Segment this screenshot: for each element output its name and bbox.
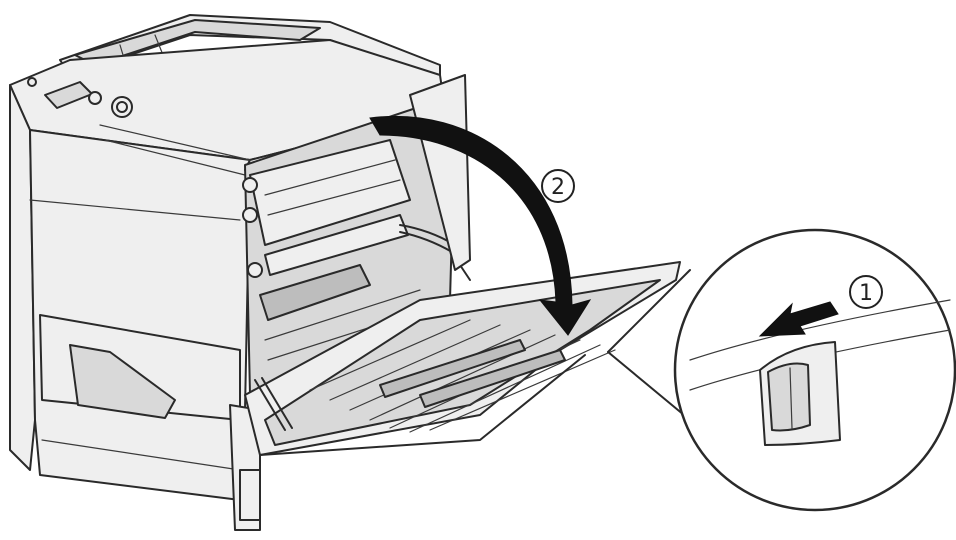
step-1-marker: 1	[849, 275, 883, 309]
step-2-marker: 2	[541, 169, 575, 203]
step-1-arrow	[758, 301, 839, 337]
latch-lever	[767, 362, 811, 432]
step-2-arrow	[369, 115, 592, 336]
panel-button-icon	[88, 91, 102, 105]
panel-dial-icon	[111, 96, 133, 118]
detail-callout	[607, 228, 956, 512]
step-1-number: 1	[859, 281, 873, 306]
transfer-roller	[259, 264, 371, 321]
step-2-number: 2	[551, 175, 565, 200]
